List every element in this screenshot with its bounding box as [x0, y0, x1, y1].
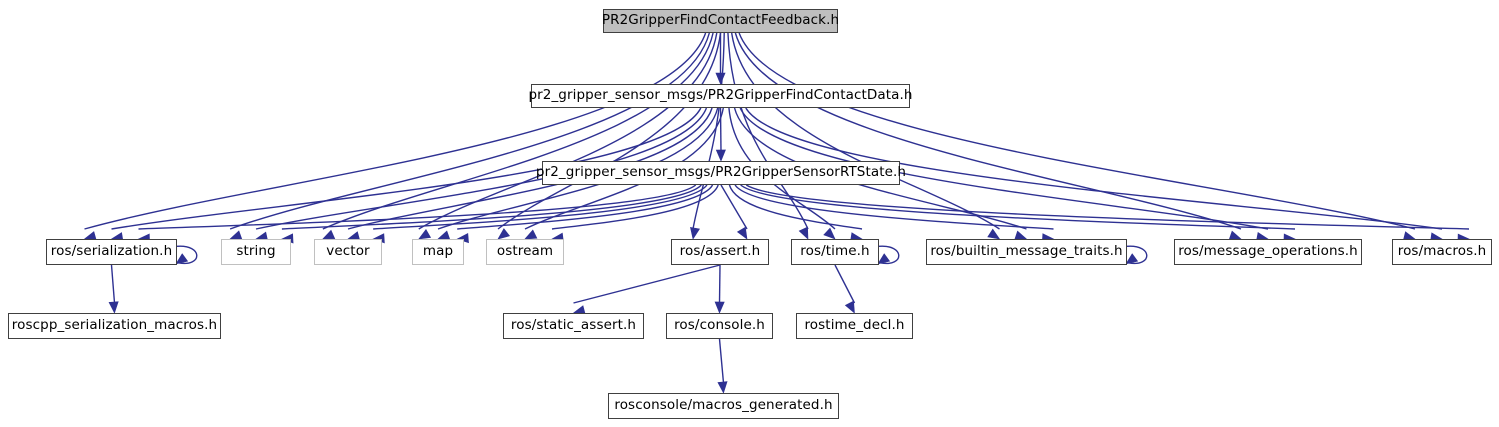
graph-node-label: vector: [326, 243, 370, 260]
graph-node-data[interactable]: pr2_gripper_sensor_msgs/PR2GripperFindCo…: [528, 84, 913, 108]
graph-edge-rtstate-to-macros: [745, 184, 1470, 230]
graph-edge-root-to-serial: [84, 32, 707, 230]
graph-edge-time-to-rostimedecl-arrowhead: [844, 300, 855, 314]
graph-node-label: string: [236, 243, 276, 260]
graph-node-string[interactable]: string: [221, 239, 291, 265]
graph-node-map[interactable]: map: [412, 239, 464, 265]
graph-edge-time-to-rostimedecl: [834, 264, 856, 304]
graph-edge-root-to-map-arrowhead: [418, 228, 432, 240]
graph-node-label: ros/serialization.h: [50, 243, 173, 260]
graph-node-msgops[interactable]: ros/message_operations.h: [1174, 239, 1362, 265]
graph-node-ostream[interactable]: ostream: [486, 239, 564, 265]
graph-edge-rtstate-to-map: [457, 184, 714, 230]
graph-edge-console-to-rosconmac-arrowhead: [717, 381, 728, 394]
graph-edge-root-to-time-arrowhead: [798, 226, 809, 240]
graph-node-label: ros/console.h: [674, 317, 765, 334]
graph-edge-root-to-traits-arrowhead: [987, 228, 1001, 240]
graph-node-assert[interactable]: ros/assert.h: [671, 239, 769, 265]
graph-node-rostimedecl[interactable]: rostime_decl.h: [796, 313, 913, 339]
graph-edge-time-to-time: [878, 245, 900, 265]
graph-node-vector[interactable]: vector: [314, 239, 382, 265]
graph-edge-rtstate-to-assert-arrowhead: [736, 226, 748, 240]
graph-edge-data-to-msgops: [739, 107, 1269, 230]
graph-node-time[interactable]: ros/time.h: [791, 239, 879, 265]
graph-node-rosconmac[interactable]: rosconsole/macros_generated.h: [608, 393, 839, 419]
graph-edge-rtstate-to-time: [728, 184, 863, 230]
graph-node-label: pr2_gripper_sensor_msgs/PR2GripperFindCo…: [528, 87, 913, 104]
graph-node-traits[interactable]: ros/builtin_message_traits.h: [926, 239, 1127, 265]
graph-node-macros[interactable]: ros/macros.h: [1392, 239, 1492, 265]
graph-node-rtstate[interactable]: pr2_gripper_sensor_msgs/PR2GripperSensor…: [536, 161, 906, 185]
graph-node-label: ostream: [496, 243, 554, 260]
graph-edge-assert-to-console: [718, 264, 721, 304]
graph-node-serial[interactable]: ros/serialization.h: [46, 239, 177, 265]
graph-edge-rtstate-to-assert: [720, 184, 748, 230]
graph-node-label: ros/static_assert.h: [510, 317, 637, 334]
graph-edge-serial-to-roscppmac-arrowhead: [108, 301, 119, 314]
graph-edge-root-to-assert-arrowhead: [690, 226, 700, 240]
graph-edge-console-to-rosconmac: [718, 338, 725, 384]
graph-node-label: rostime_decl.h: [804, 317, 905, 334]
graph-edge-data-to-time-arrowhead: [823, 227, 836, 240]
graph-edge-data-to-ostream-arrowhead: [524, 229, 538, 240]
graph-edge-rtstate-to-serial: [138, 184, 697, 230]
graph-edge-assert-to-staticass: [573, 264, 721, 304]
graph-node-label: ros/macros.h: [1397, 243, 1487, 260]
graph-edge-serial-to-serial: [176, 245, 198, 265]
graph-node-roscppmac[interactable]: roscpp_serialization_macros.h: [8, 313, 221, 339]
graph-edge-root-to-vector: [322, 32, 714, 230]
graph-edge-rtstate-to-ostream: [551, 184, 719, 230]
graph-node-label: ros/builtin_message_traits.h: [930, 243, 1123, 260]
graph-node-root[interactable]: PR2GripperFindContactFeedback.h: [601, 9, 840, 33]
graph-node-staticass[interactable]: ros/static_assert.h: [503, 313, 644, 339]
graph-edge-root-to-msgops: [734, 32, 1242, 230]
graph-edge-data-to-string: [255, 107, 708, 230]
graph-edge-traits-to-traits: [1126, 245, 1148, 265]
graph-edge-data-to-serial: [111, 107, 702, 230]
graph-edge-root-to-vector-arrowhead: [322, 229, 336, 240]
graph-node-label: ros/message_operations.h: [1178, 243, 1358, 260]
graph-edge-root-to-traits: [730, 32, 1000, 230]
graph-edge-data-to-rtstate: [719, 107, 722, 152]
graph-edge-root-to-data-arrowhead: [715, 72, 726, 85]
graph-edge-root-to-string: [229, 32, 711, 230]
graph-edge-time-to-time-arrowhead: [877, 253, 891, 265]
graph-edge-rtstate-to-traits: [734, 184, 1054, 230]
graph-node-label: PR2GripperFindContactFeedback.h: [601, 12, 840, 29]
graph-node-label: pr2_gripper_sensor_msgs/PR2GripperSensor…: [535, 164, 907, 181]
graph-edge-rtstate-to-string: [281, 184, 702, 230]
graph-node-label: ros/assert.h: [679, 243, 761, 260]
graph-edge-data-to-rtstate-arrowhead: [715, 149, 726, 162]
graph-edge-root-to-assert: [692, 32, 725, 230]
graph-node-console[interactable]: ros/console.h: [666, 313, 773, 339]
graph-node-label: ros/time.h: [800, 243, 870, 260]
graph-edge-root-to-ostream-arrowhead: [497, 228, 511, 240]
graph-edge-serial-to-roscppmac: [110, 264, 116, 304]
graph-node-label: rosconsole/macros_generated.h: [614, 397, 833, 414]
graph-edge-assert-to-console-arrowhead: [714, 301, 725, 314]
graph-edge-root-to-ostream: [497, 32, 722, 230]
graph-edge-rtstate-to-msgops: [740, 184, 1296, 230]
graph-node-label: roscpp_serialization_macros.h: [11, 317, 218, 334]
graph-edge-root-to-time: [727, 32, 809, 230]
graph-edge-root-to-macros: [738, 32, 1416, 230]
graph-edge-data-to-macros: [745, 107, 1443, 230]
graph-edge-traits-to-traits-arrowhead: [1125, 253, 1139, 265]
graph-edge-rtstate-to-vector: [373, 184, 708, 230]
graph-edge-root-to-map: [418, 32, 718, 230]
graph-node-label: map: [422, 243, 454, 260]
graph-edge-serial-to-serial-arrowhead: [175, 253, 189, 265]
